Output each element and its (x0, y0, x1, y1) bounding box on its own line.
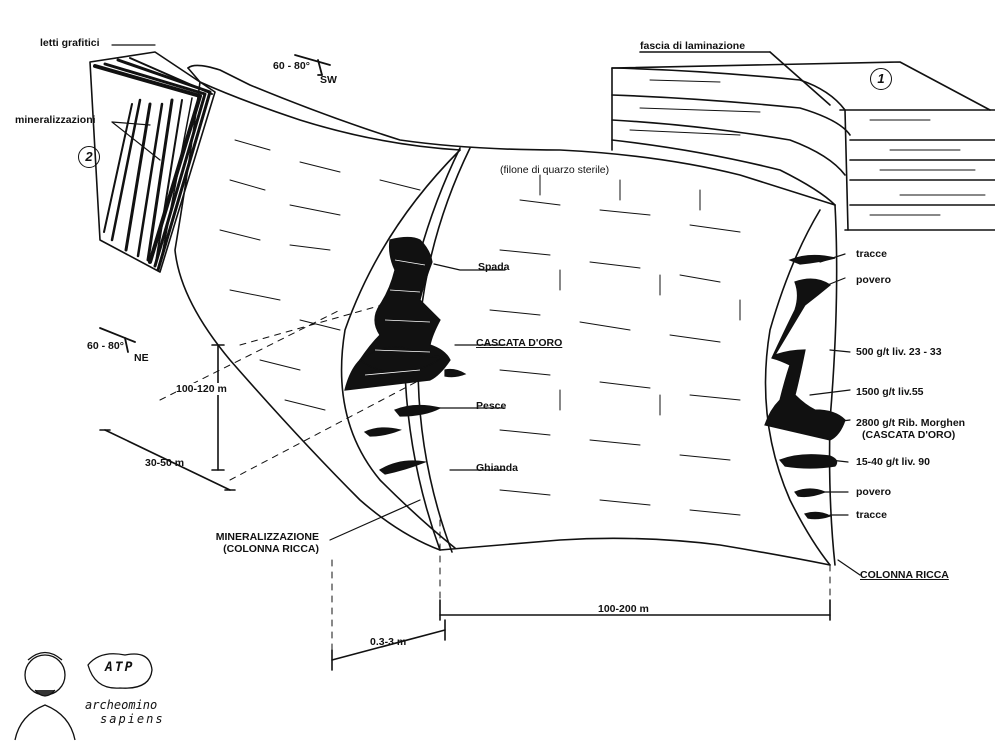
label-ghianda: Ghianda (476, 462, 519, 474)
label-fascia: fascia di laminazione (640, 40, 746, 52)
signature-badge: ATP (105, 660, 135, 675)
label-colonna-ricca: COLONNA RICCA (860, 569, 949, 581)
dimension-thickness: 0.3-3 m (370, 636, 407, 648)
grade-label: (CASCATA D'ORO) (862, 429, 956, 441)
marker-2: 2 (78, 146, 100, 168)
dimension-height: 100-120 m (176, 383, 227, 395)
grade-label: 500 g/t liv. 23 - 33 (856, 346, 942, 358)
marker-1: 1 (870, 68, 892, 90)
vein-outline (187, 64, 836, 206)
grade-label: povero (856, 274, 892, 286)
grade-label: povero (856, 486, 892, 498)
grade-label: tracce (856, 248, 887, 260)
laminated-block (611, 61, 995, 231)
vein-texture (219, 139, 741, 516)
grade-label: 15-40 g/t liv. 90 (856, 456, 930, 468)
label-mineralizzazione-line1: MINERALIZZAZIONE (215, 531, 319, 543)
grade-label: 2800 g/t Rib. Morghen (856, 417, 966, 429)
label-mineralizzazione: MINERALIZZAZIONE (COLONNA RICCA) (207, 531, 319, 555)
label-mineralizzazioni: mineralizzazioni (15, 114, 96, 126)
label-dip-ne-angle: 60 - 80° (87, 340, 124, 352)
label-dip-ne-dir: NE (134, 352, 149, 364)
dimension-width: 30-50 m (145, 457, 185, 469)
dimension-lines (99, 299, 831, 671)
graphitic-beds (89, 51, 216, 273)
label-dip-sw-dir: SW (320, 74, 337, 86)
label-spada: Spada (478, 261, 510, 273)
right-ore-shoots (764, 254, 846, 520)
signature-line2: sapiens (100, 712, 165, 726)
dimension-length: 100-200 m (598, 603, 649, 615)
grade-label: tracce (856, 509, 887, 521)
label-dip-sw-angle: 60 - 80° (273, 60, 310, 72)
signature-line1: archeomino (85, 698, 158, 712)
grade-label: 1500 g/t liv.55 (856, 386, 924, 398)
left-ore-column (340, 149, 461, 549)
label-filone: (filone di quarzo sterile) (500, 164, 610, 176)
label-mineralizzazione-line2: (COLONNA RICCA) (223, 543, 319, 555)
label-cascata: CASCATA D'ORO (476, 337, 563, 349)
label-letti-grafitici: letti grafitici (40, 37, 100, 49)
label-pesce: Pesce (476, 400, 507, 412)
